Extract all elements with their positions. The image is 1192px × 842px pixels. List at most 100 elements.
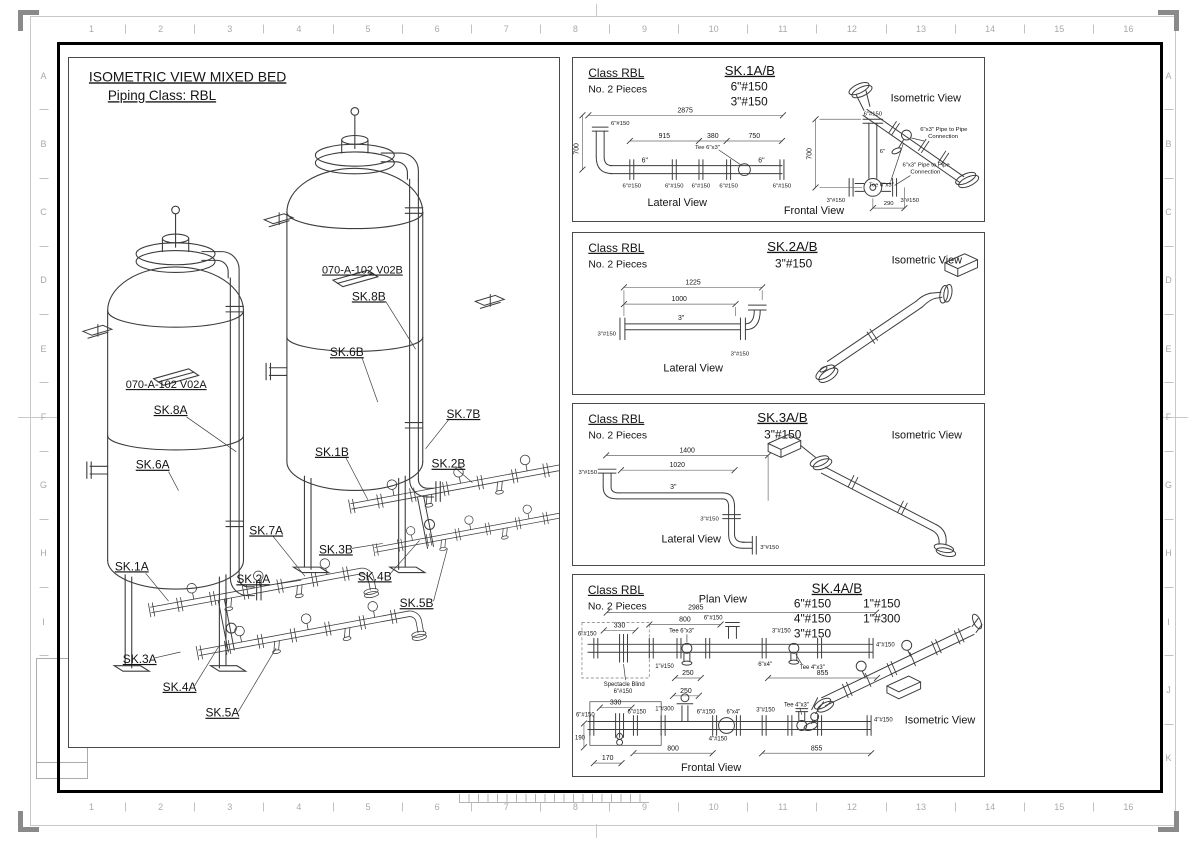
panel-header: Class RBL No. 2 Pieces SK.1A/B 6"#150 3"…: [588, 63, 775, 109]
view-caption: Frontal View: [681, 762, 741, 774]
sk-number: SK.1A/B: [725, 63, 775, 78]
grid-col-label: 7: [472, 793, 541, 821]
spec-label: 4"#150: [794, 612, 832, 626]
grid-row-label: D: [30, 247, 57, 315]
graphic-scale-bar: [459, 794, 649, 803]
sk-label: SK.2A: [236, 572, 270, 586]
flange-label: 6"#150: [611, 121, 630, 127]
dim-label: 380: [707, 133, 719, 140]
grid-row-label: B: [1163, 110, 1174, 178]
pieces-label: No. 2 Pieces: [588, 602, 647, 613]
spec-label: 3"#150: [764, 428, 802, 442]
grid-row-label: A: [1163, 42, 1174, 110]
dim-label: 1000: [672, 296, 688, 303]
view-caption: Isometric View: [891, 92, 962, 104]
sk-label: SK.2B: [432, 457, 466, 471]
sk-label: SK.4A: [163, 680, 197, 694]
flange-label: 6"#150: [697, 710, 716, 716]
flange-label: 3"#150: [756, 708, 775, 714]
grid-col-label: 13: [887, 16, 956, 42]
page-title: ISOMETRIC VIEW MIXED BED: [89, 68, 286, 84]
grid-row-label: I: [1163, 588, 1174, 656]
spectacle-blind-label: Spectacle Blind: [604, 682, 645, 688]
flange-label: 6"#150: [773, 183, 792, 189]
isometric-view-drawing: Isometric View: [767, 430, 963, 558]
panel-header: Class RBL No. 2 Pieces Plan View SK.4A/B…: [588, 581, 901, 641]
sk-label: SK.7A: [249, 523, 283, 537]
reducer-label: 6"x4": [758, 662, 772, 668]
dim-label: 750: [749, 133, 761, 140]
flange-label: 3"#150: [772, 628, 791, 634]
sk-label: SK.3B: [319, 542, 353, 556]
grid-row-label: F: [1163, 383, 1174, 451]
sk4-drawing: Class RBL No. 2 Pieces Plan View SK.4A/B…: [575, 581, 983, 774]
grid-col-label: 13: [887, 793, 956, 821]
sk-label: SK.6B: [330, 345, 364, 359]
sk-number: SK.3A/B: [757, 410, 807, 425]
vessel-tag: 070-A-102 V02A: [126, 379, 208, 391]
sk-label: SK.8B: [352, 289, 386, 303]
spec-label: 1"#150: [863, 597, 901, 611]
grid-row-label: K: [1165, 753, 1172, 764]
view-caption: Plan View: [699, 594, 747, 606]
view-caption: Isometric View: [892, 430, 963, 442]
spec-label: 3"#150: [731, 94, 769, 108]
grid-col-label: 3: [195, 793, 264, 821]
grid-col-label: 8: [541, 793, 610, 821]
grid-row-label: H: [1163, 520, 1174, 588]
grid-col-label: 4: [264, 793, 333, 821]
grid-col-label: 10: [679, 16, 748, 42]
grid-col-label: 10: [679, 793, 748, 821]
connection-label: 6"x3" Pipe to Pipe: [920, 127, 968, 133]
grid-row-label: H: [30, 520, 57, 588]
dim-label: 330: [614, 622, 626, 629]
tee-label: Tee 6"x3": [695, 145, 720, 151]
flange-label: 4"#150: [874, 718, 893, 724]
lateral-view-drawing: 1400 1020 3"#150 3" 3"#150 3"#150 L: [578, 447, 779, 555]
flange-label: 3"#150: [731, 351, 750, 357]
grid-row-label: C: [30, 179, 57, 247]
plan-view-drawing: 2985 330 800: [578, 605, 895, 695]
spec-label: 6"#150: [794, 597, 832, 611]
grid-col-label: 14: [956, 16, 1025, 42]
flange-label: 6"#150: [576, 713, 595, 719]
sk-label: SK.1B: [315, 445, 349, 459]
dim-label: 1225: [685, 279, 701, 286]
sk-label: SK.6A: [136, 458, 170, 472]
corner-mark-icon: [18, 811, 39, 832]
flange-label: 6"#150: [665, 183, 684, 189]
sk3-detail-panel: Class RBL No. 2 Pieces SK.3A/B 3"#150 14…: [572, 403, 985, 566]
tee-label: Tee 4"x3": [784, 703, 809, 709]
flange-label: 6"#150: [623, 183, 642, 189]
lateral-view-drawing: 1225 1000 3"#150 3" 3"#150 Lateral View: [597, 279, 767, 374]
dim-label: 330: [610, 700, 622, 707]
grid-col-label: 2: [126, 793, 195, 821]
fold-mark: [1163, 417, 1188, 418]
leader-lines: [145, 301, 473, 712]
connection-label: 6"x3" Pipe to Pipe: [902, 163, 950, 169]
view-caption: Lateral View: [661, 533, 721, 545]
sk1-detail-panel: Class RBL No. 2 Pieces SK.1A/B 6"#150 3"…: [572, 57, 985, 222]
grid-col-label: 1: [57, 793, 126, 821]
pipe-size-label: 3": [678, 315, 685, 322]
isometric-view-drawing: Isometric View: [815, 253, 979, 383]
grid-col-label: 1: [57, 16, 126, 42]
flange-label: 6"#150: [719, 183, 738, 189]
grid-col-label: 2: [126, 16, 195, 42]
dim-label: 190: [575, 735, 586, 741]
grid-col-label: 12: [817, 793, 886, 821]
grid-row-label: F: [30, 383, 57, 451]
dim-label: 915: [659, 133, 671, 140]
grid-row-label: I: [30, 588, 57, 656]
frontal-view-drawing: 250 330: [575, 688, 893, 774]
main-isometric-drawing: ISOMETRIC VIEW MIXED BED Piping Class: R…: [82, 68, 559, 720]
grid-row-label: D: [1163, 247, 1174, 315]
grid-col-label: 16: [1123, 801, 1134, 812]
sk3-drawing: Class RBL No. 2 Pieces SK.3A/B 3"#150 14…: [578, 410, 963, 558]
grid-col-label: 11: [748, 16, 817, 42]
grid-col-label: 14: [956, 793, 1025, 821]
flange-label: 3"#150: [901, 198, 920, 204]
flange-label: 6"#150: [578, 631, 597, 637]
manifold-piping-linework: [145, 446, 559, 681]
